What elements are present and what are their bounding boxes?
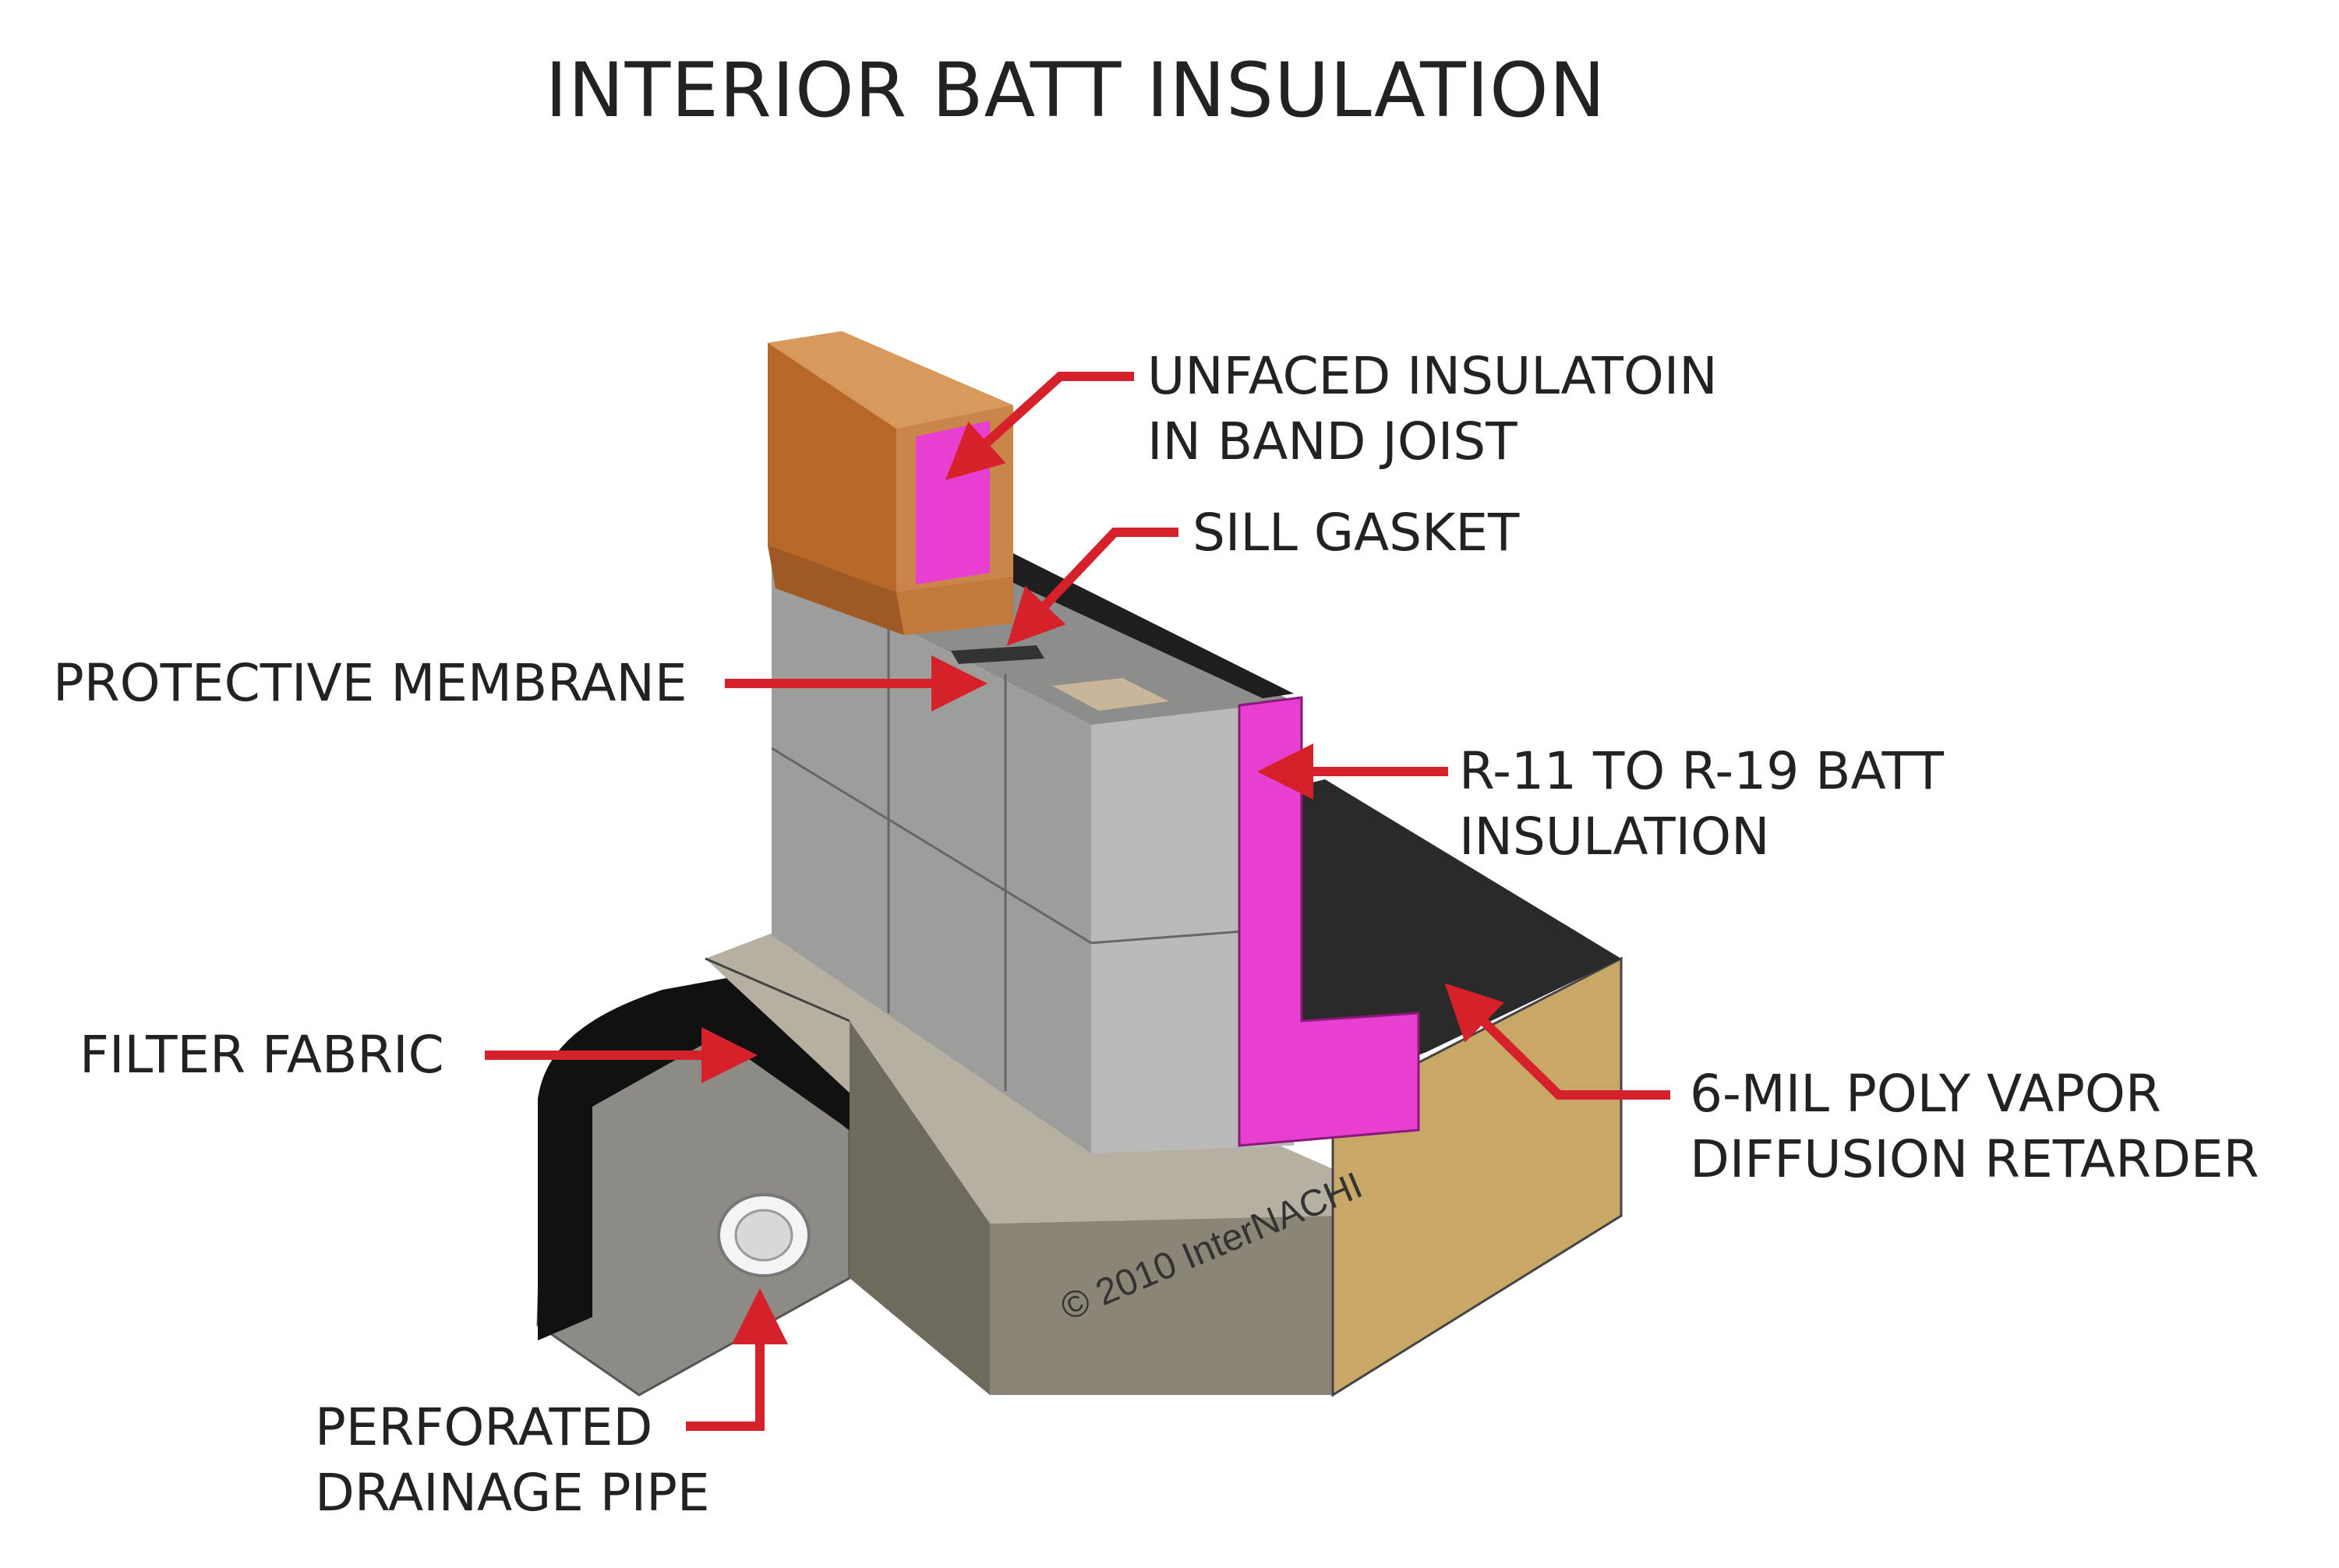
label-batt-line-1: R-11 TO R-19 BATT — [1459, 741, 1944, 801]
soil-block — [1331, 956, 1623, 1397]
arrow-vapor-retarder — [1444, 983, 1670, 1100]
label-band-joist-line-1: UNFACED INSULATOIN — [1147, 346, 1718, 406]
leader-arrows — [485, 372, 1670, 1431]
arrow-sill-gasket — [1006, 528, 1178, 646]
diagram-title: INTERIOR BATT INSULATION — [545, 47, 1606, 134]
label-vapor-retarder: 6-MIL POLY VAPOR DIFFUSION RETARDER — [1690, 1061, 2259, 1192]
label-vapor-line-1: 6-MIL POLY VAPOR — [1690, 1064, 2161, 1124]
batt-insulation — [1238, 696, 1420, 1147]
arrow-drainage-pipe — [686, 1288, 788, 1431]
arrow-band-joist — [945, 372, 1134, 481]
label-band-joist-insulation: UNFACED INSULATOIN IN BAND JOIST — [1147, 344, 1718, 475]
label-batt-line-2: INSULATION — [1459, 807, 1770, 867]
label-protective-membrane: PROTECTIVE MEMBRANE — [53, 653, 687, 713]
label-pipe-line-1: PERFORATED — [315, 1397, 653, 1457]
label-pipe-line-2: DRAINAGE PIPE — [315, 1463, 710, 1523]
label-band-joist-line-2: IN BAND JOIST — [1147, 411, 1518, 471]
drainage-pipe — [717, 1193, 811, 1277]
label-vapor-line-2: DIFFUSION RETARDER — [1690, 1129, 2260, 1189]
label-batt-insulation: R-11 TO R-19 BATT INSULATION — [1459, 739, 1944, 870]
filter-fabric — [538, 974, 850, 1340]
label-sill-gasket: SILL GASKET — [1192, 503, 1520, 563]
label-drainage-pipe: PERFORATED DRAINAGE PIPE — [315, 1395, 710, 1526]
label-filter-fabric: FILTER FABRIC — [79, 1025, 444, 1085]
